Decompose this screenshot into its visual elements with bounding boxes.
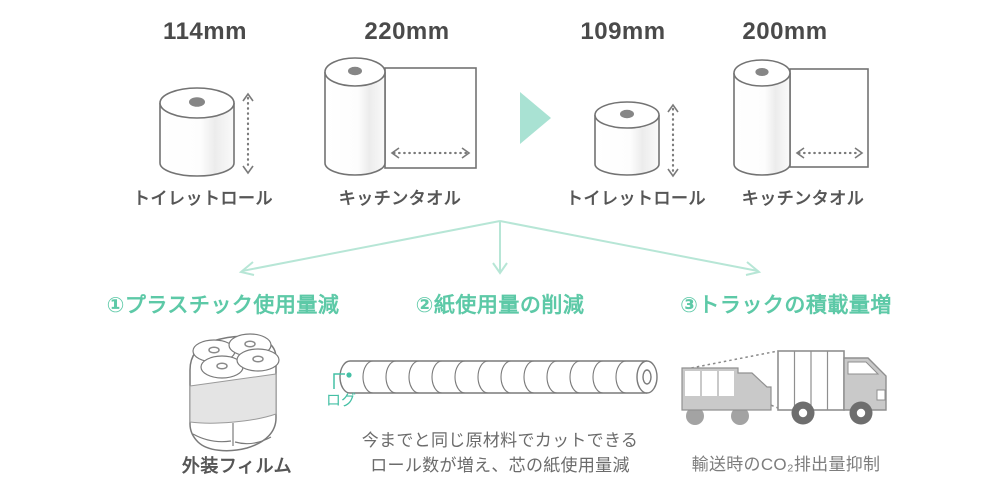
roll-label-kitchen-after: キッチンタオル <box>741 189 865 208</box>
log-annotation: ログ <box>326 392 357 409</box>
toilet-roll-illustration-after <box>594 101 679 178</box>
towel-sheet <box>384 67 477 169</box>
roll-core-icon <box>755 68 769 76</box>
truck-caption: 輸送時のCO₂排出量抑制 <box>691 455 881 474</box>
pack-roll-cores-icon <box>208 340 264 370</box>
log-cut-lines <box>362 360 627 394</box>
big-truck-icon <box>777 350 887 425</box>
branch-arrows-icon <box>238 220 762 276</box>
dimension-label-toilet-after: 109mm <box>580 18 666 45</box>
paper-caption-line-1: 今までと同じ原材料でカットできる <box>361 431 639 450</box>
dimension-label-kitchen-before: 220mm <box>364 18 450 45</box>
roll-label-toilet-before: トイレットロール <box>133 189 273 208</box>
trucks-illustration <box>681 350 887 425</box>
kitchen-towel-illustration-before <box>324 57 477 176</box>
wrapped-pack-illustration <box>189 333 280 452</box>
height-arrow-icon <box>242 92 254 175</box>
film-band <box>189 373 277 424</box>
log-leader-icon <box>333 372 352 389</box>
benefit-heading-plastic: ①プラスチック使用量減 <box>106 294 340 317</box>
paper-caption-line-2: ロール数が増え、芯の紙使用量減 <box>370 456 630 475</box>
width-arrow-icon <box>390 147 471 159</box>
roll-core-icon <box>642 369 652 385</box>
dimension-label-toilet-before: 114mm <box>163 18 247 45</box>
log-illustration <box>333 360 658 394</box>
roll-label-toilet-after: トイレットロール <box>566 189 706 208</box>
pack-caption: 外装フィルム <box>181 456 293 476</box>
roll-core-icon <box>620 109 634 119</box>
small-truck-icon <box>681 367 772 425</box>
towel-sheet <box>789 68 869 168</box>
toilet-roll-illustration-before <box>159 87 254 177</box>
roll-core-icon <box>348 66 362 76</box>
width-arrow-icon <box>795 147 864 159</box>
benefit-heading-paper: ②紙使用量の削減 <box>415 294 585 317</box>
height-arrow-icon <box>667 103 679 178</box>
roll-core-icon <box>189 97 205 107</box>
kitchen-towel-illustration-after <box>733 59 869 176</box>
roll-label-kitchen-before: キッチンタオル <box>338 189 462 208</box>
benefit-heading-truck: ③トラックの積載量増 <box>680 294 892 317</box>
transition-arrow-icon <box>520 92 551 144</box>
dimension-label-kitchen-after: 200mm <box>742 18 828 45</box>
